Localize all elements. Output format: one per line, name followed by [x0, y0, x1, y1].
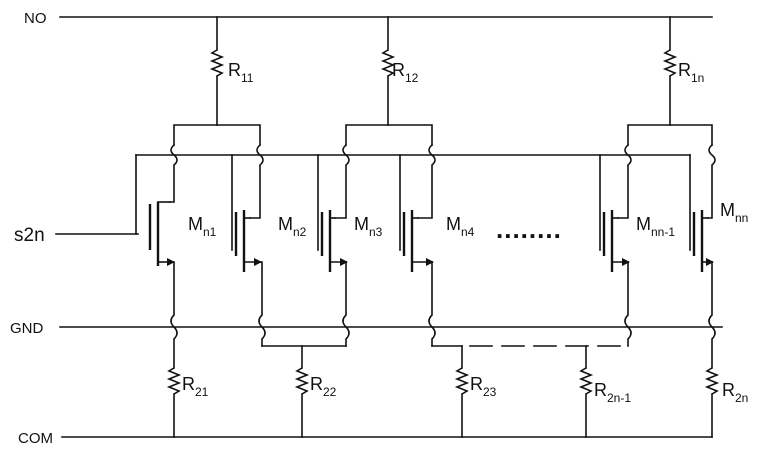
top-branch-1: R11: [173, 16, 261, 146]
transistor-mn3: Mn3: [320, 210, 383, 347]
transistor-mn2-label: Mn2: [278, 214, 307, 239]
com-rail-label: COM: [18, 430, 53, 447]
source-bracket-2: [431, 345, 629, 369]
resistor-r22: R22: [294, 367, 337, 438]
resistor-r2n-1-label: R2n-1: [594, 380, 631, 405]
resistor-r21: R21: [166, 367, 209, 438]
transistor-mnn-1: Mnn-1: [602, 210, 675, 347]
s2n-input-label: s2n: [14, 225, 45, 246]
gnd-rail-label: GND: [10, 320, 44, 337]
gnd-rail: GND: [10, 320, 723, 337]
resistor-r2n: R2n: [704, 367, 748, 438]
transistor-mn4: Mn4: [402, 210, 475, 347]
resistor-r2n-label: R2n: [722, 380, 748, 405]
no-rail: NO: [24, 10, 713, 27]
transistor-mnn-1-label: Mnn-1: [636, 214, 675, 239]
transistor-mn4-label: Mn4: [446, 214, 475, 239]
com-rail: COM: [18, 430, 713, 447]
transistor-mn1: Mn1: [148, 201, 217, 369]
resistor-r2n-1: R2n-1: [578, 367, 631, 438]
top-branch-2: R12: [345, 16, 433, 146]
source-bracket-1: [261, 345, 347, 369]
resistor-r23-label: R23: [470, 374, 497, 399]
transistor-mnn-label: Mnn: [720, 200, 748, 225]
input-gate-bus: s2n: [14, 154, 691, 251]
drain-wires: [169, 143, 716, 219]
resistor-r11-label: R11: [228, 60, 254, 85]
top-branch-3: R1n: [627, 16, 713, 146]
transistor-ellipsis: ........: [496, 214, 562, 244]
resistor-r1n-label: R1n: [678, 60, 704, 85]
transistor-mn3-label: Mn3: [354, 214, 383, 239]
resistor-r21-label: R21: [182, 374, 209, 399]
transistor-mn1-label: Mn1: [188, 214, 217, 239]
resistor-r23: R23: [454, 367, 497, 438]
resistor-r12-label: R12: [392, 60, 419, 85]
no-rail-label: NO: [24, 10, 47, 27]
transistor-mnn: Mnn: [692, 200, 748, 369]
resistor-r22-label: R22: [310, 374, 337, 399]
transistor-mn2: Mn2: [234, 210, 307, 347]
